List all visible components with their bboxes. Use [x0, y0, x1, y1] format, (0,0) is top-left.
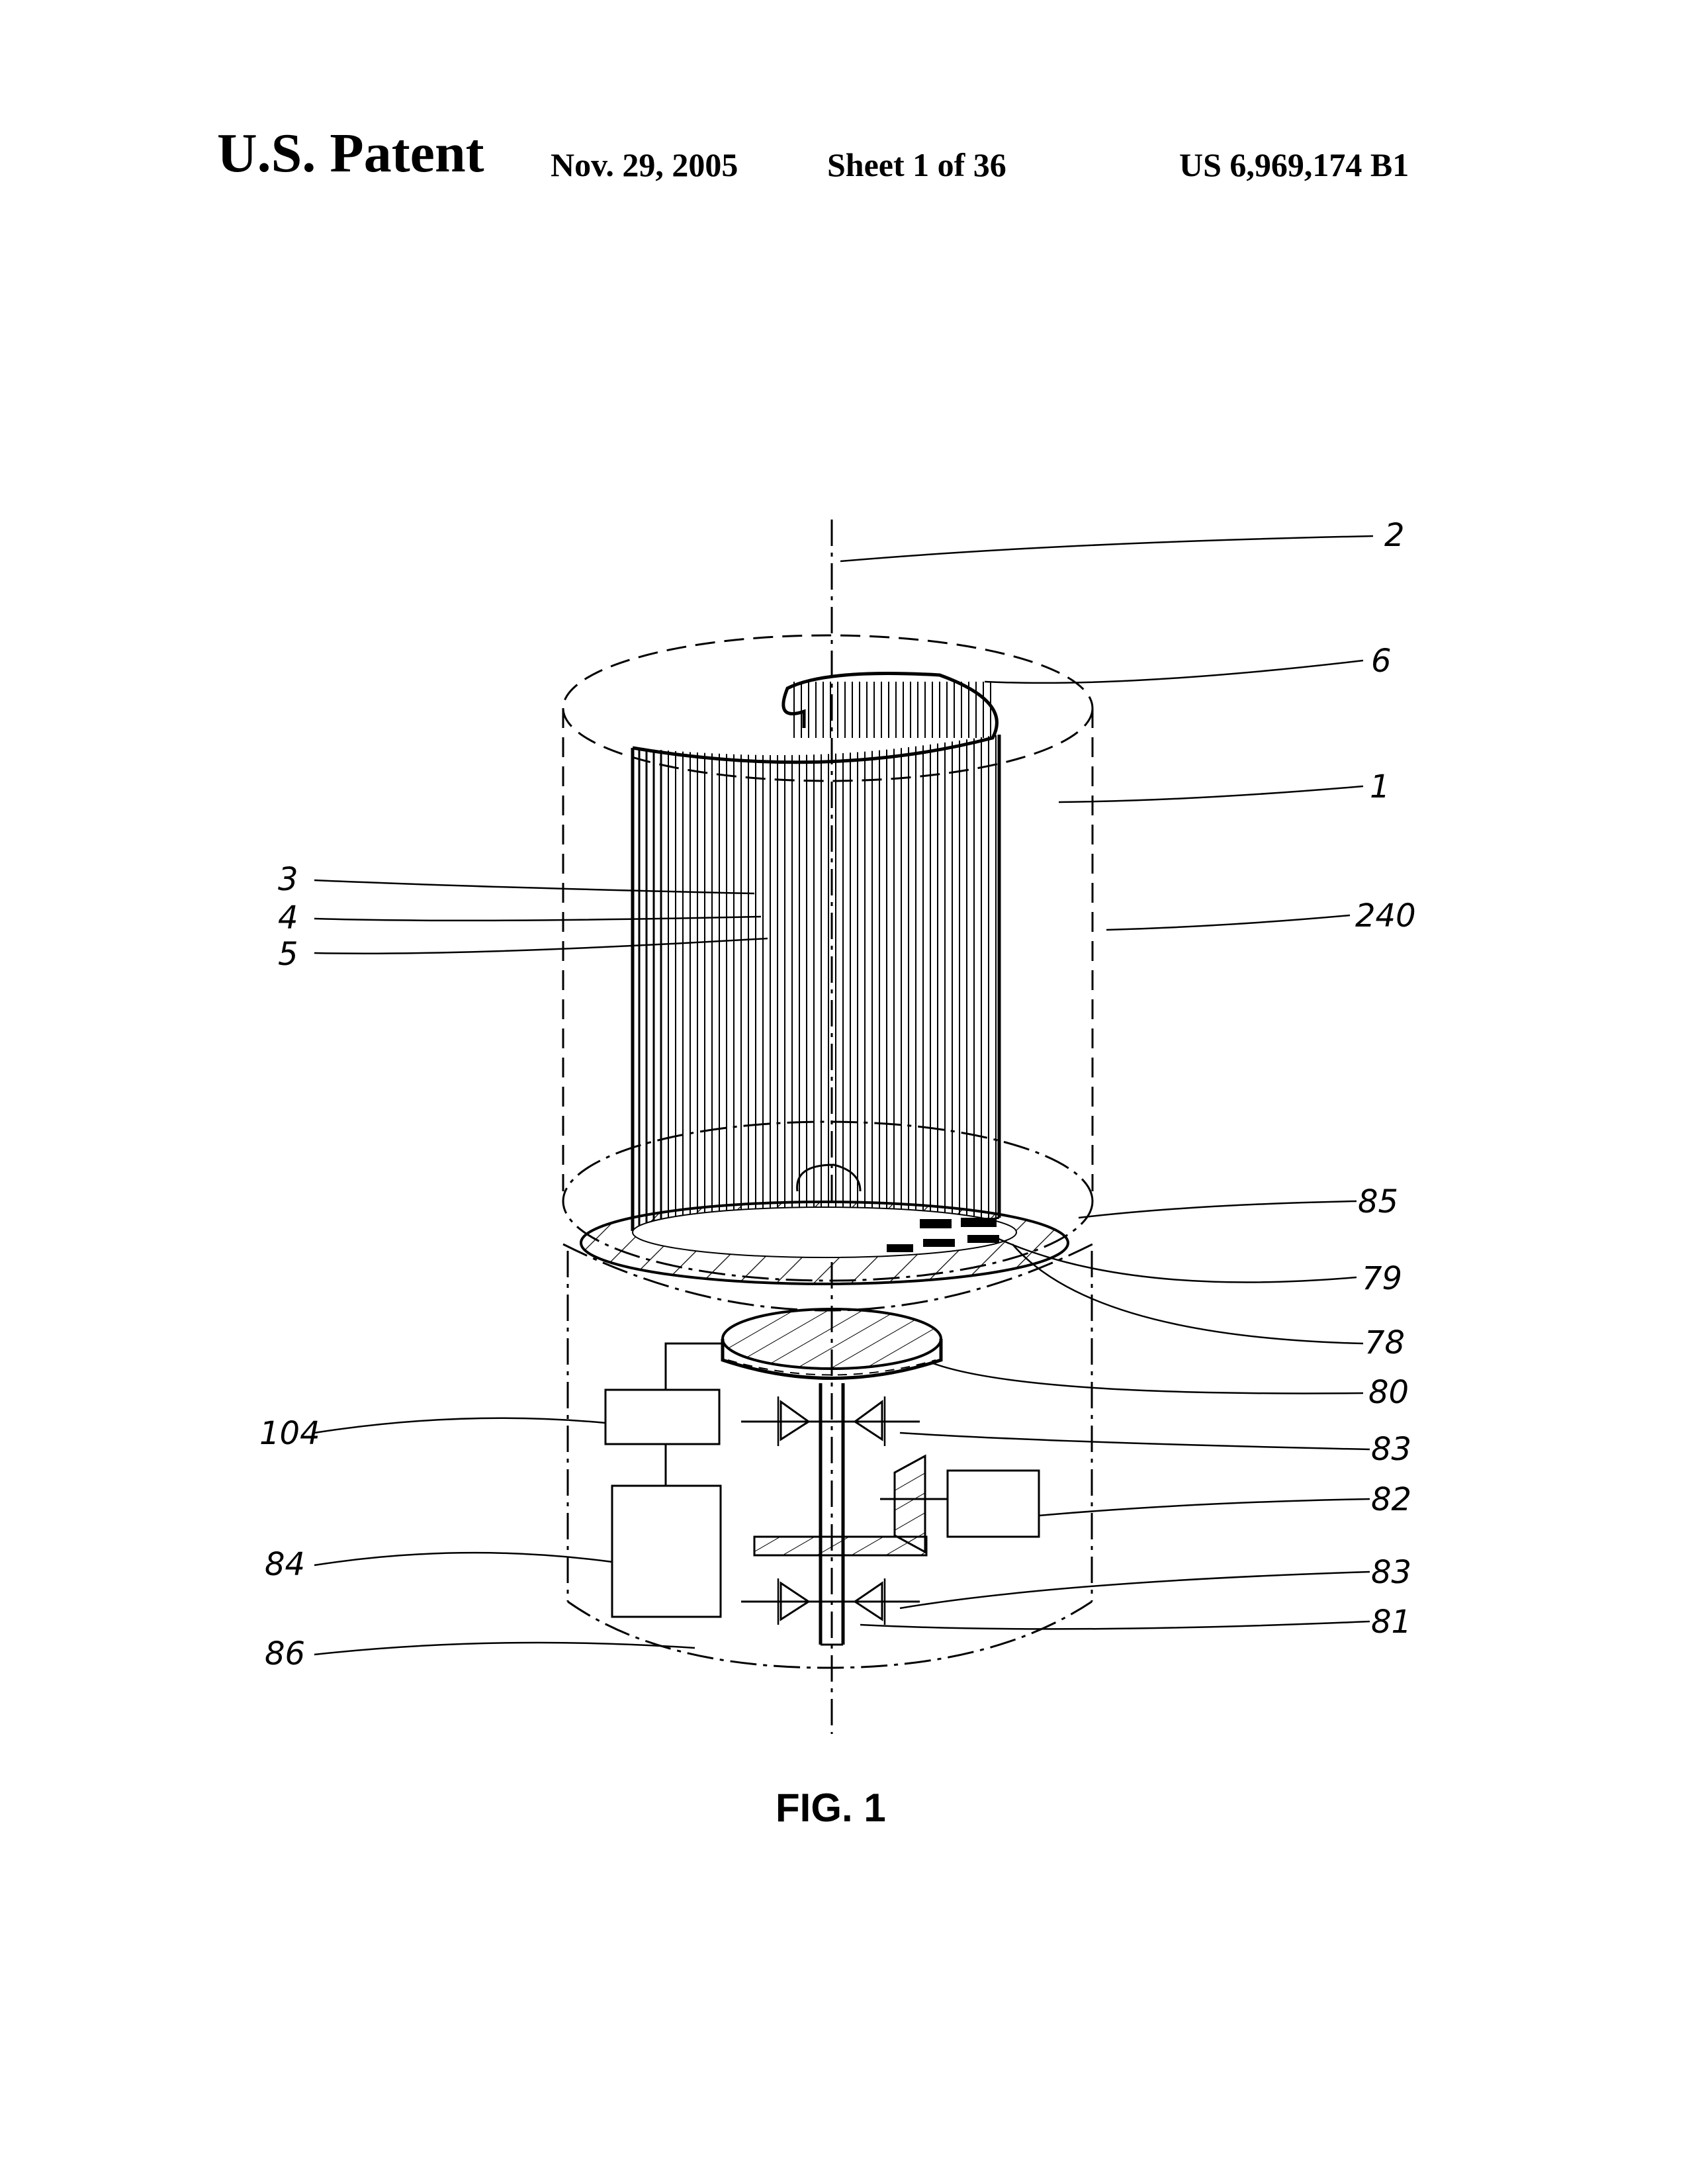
spiral-screen: [631, 672, 1001, 1240]
ref-84: 84: [265, 1546, 305, 1583]
bearings: [741, 1396, 920, 1625]
ref-80: 80: [1368, 1374, 1409, 1411]
sheet-number: Sheet 1 of 36: [827, 146, 1006, 183]
ref-81: 81: [1371, 1604, 1411, 1641]
ref-83-upper: 83: [1371, 1431, 1411, 1468]
ref-4: 4: [278, 899, 298, 936]
base-plate: [580, 1163, 1069, 1285]
figure-label: FIG. 1: [776, 1786, 886, 1830]
patent-number: US 6,969,174 B1: [1179, 146, 1409, 183]
ref-240: 240: [1355, 897, 1416, 934]
ref-2: 2: [1384, 517, 1405, 554]
patent-date: Nov. 29, 2005: [551, 146, 738, 183]
drive-disc: [721, 1308, 943, 1380]
ref-3: 3: [278, 861, 298, 898]
patent-title: U.S. Patent: [217, 122, 484, 184]
leader-lines: [314, 535, 1374, 1656]
bevel-gear: [753, 1454, 1040, 1557]
ref-6: 6: [1371, 643, 1392, 680]
control-units: [604, 1342, 723, 1618]
ref-5: 5: [278, 936, 298, 973]
ref-78: 78: [1364, 1324, 1405, 1361]
ref-1: 1: [1370, 768, 1390, 805]
ref-82: 82: [1371, 1481, 1411, 1518]
ref-86: 86: [265, 1635, 305, 1672]
ref-79: 79: [1362, 1260, 1402, 1297]
ref-83-lower: 83: [1371, 1554, 1411, 1591]
ref-104: 104: [259, 1415, 320, 1452]
ref-85: 85: [1358, 1183, 1398, 1220]
